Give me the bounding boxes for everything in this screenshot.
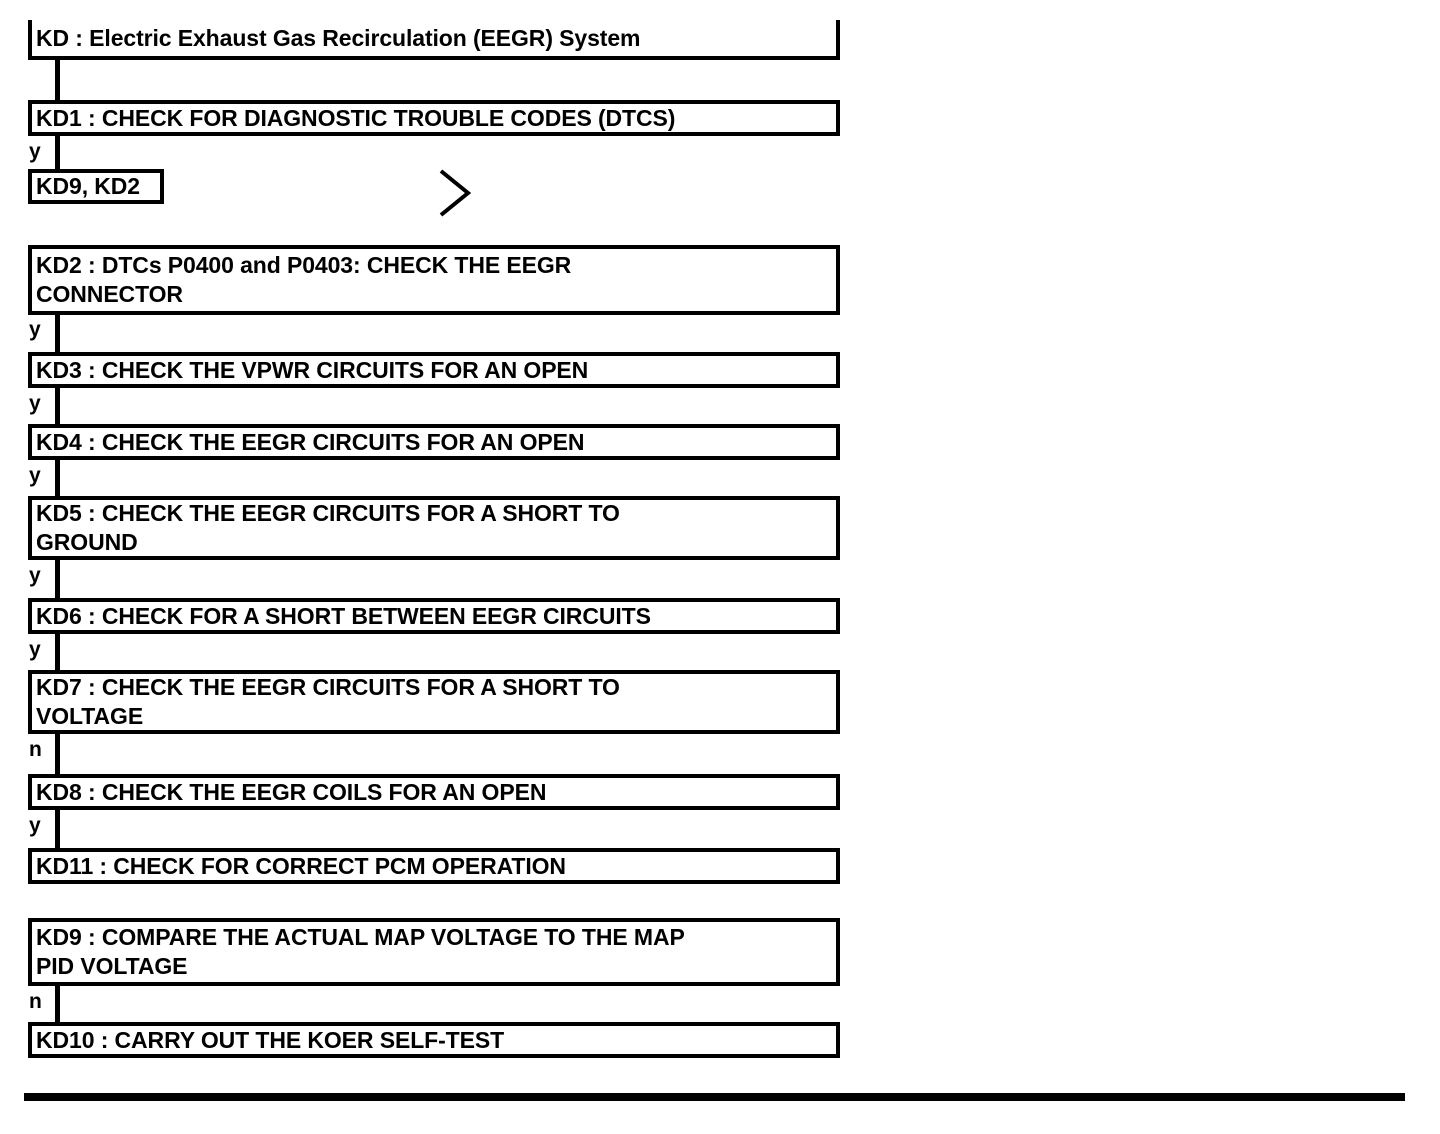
node-kd7-label: KD7 : CHECK THE EEGR CIRCUITS FOR A SHOR… xyxy=(36,674,620,729)
node-kd2-label: KD2 : DTCs P0400 and P0403: CHECK THE EE… xyxy=(36,252,572,307)
connector-kd7-to-kd8 xyxy=(55,730,60,776)
node-kd-label: KD : Electric Exhaust Gas Recirculation … xyxy=(36,24,641,51)
edge-label-kd8-to-kd11: y xyxy=(29,814,41,837)
node-kd5-label: KD5 : CHECK THE EEGR CIRCUITS FOR A SHOR… xyxy=(36,500,620,555)
connector-kd6-to-kd7 xyxy=(55,630,60,674)
edge-label-kd1-to-ref: y xyxy=(29,140,41,163)
connector-kd8-to-kd11 xyxy=(55,806,60,850)
edge-label-kd6-to-kd7: y xyxy=(29,638,41,661)
node-kd6-label: KD6 : CHECK FOR A SHORT BETWEEN EEGR CIR… xyxy=(36,602,651,629)
node-kd11-label: KD11 : CHECK FOR CORRECT PCM OPERATION xyxy=(36,852,566,879)
node-kd9-label: KD9 : COMPARE THE ACTUAL MAP VOLTAGE TO … xyxy=(36,924,685,979)
node-kd9-kd2-reference-label: KD9, KD2 xyxy=(36,173,141,199)
node-kd9[interactable]: KD9 : COMPARE THE ACTUAL MAP VOLTAGE TO … xyxy=(28,918,840,986)
node-kd6[interactable]: KD6 : CHECK FOR A SHORT BETWEEN EEGR CIR… xyxy=(28,598,840,634)
node-kd3[interactable]: KD3 : CHECK THE VPWR CIRCUITS FOR AN OPE… xyxy=(28,352,840,388)
node-kd10[interactable]: KD10 : CARRY OUT THE KOER SELF-TEST xyxy=(28,1022,840,1058)
node-kd4-label: KD4 : CHECK THE EEGR CIRCUITS FOR AN OPE… xyxy=(36,428,585,455)
edge-label-kd2-to-kd3: y xyxy=(29,318,41,341)
edge-label-kd3-to-kd4: y xyxy=(29,392,41,415)
connector-kd-to-kd1 xyxy=(55,56,60,104)
connector-kd2-to-kd3 xyxy=(55,310,60,356)
node-kd11[interactable]: KD11 : CHECK FOR CORRECT PCM OPERATION xyxy=(28,848,840,884)
connector-kd3-to-kd4 xyxy=(55,384,60,428)
connector-kd9-to-kd10 xyxy=(55,982,60,1026)
node-kd7[interactable]: KD7 : CHECK THE EEGR CIRCUITS FOR A SHOR… xyxy=(28,670,840,734)
node-kd1[interactable]: KD1 : CHECK FOR DIAGNOSTIC TROUBLE CODES… xyxy=(28,100,840,136)
connector-kd1-to-ref xyxy=(55,132,60,174)
node-kd10-label: KD10 : CARRY OUT THE KOER SELF-TEST xyxy=(36,1026,505,1053)
edge-label-kd9-to-kd10: n xyxy=(29,990,42,1013)
node-kd5[interactable]: KD5 : CHECK THE EEGR CIRCUITS FOR A SHOR… xyxy=(28,496,840,560)
chevron-right-icon xyxy=(435,166,477,220)
edge-label-kd4-to-kd5: y xyxy=(29,464,41,487)
node-kd9-kd2-reference[interactable]: KD9, KD2 xyxy=(28,169,164,204)
node-kd4[interactable]: KD4 : CHECK THE EEGR CIRCUITS FOR AN OPE… xyxy=(28,424,840,460)
edge-label-kd7-to-kd8: n xyxy=(29,738,42,761)
node-kd[interactable]: KD : Electric Exhaust Gas Recirculation … xyxy=(28,20,840,60)
connector-kd5-to-kd6 xyxy=(55,556,60,602)
footer-divider xyxy=(24,1093,1405,1101)
node-kd3-label: KD3 : CHECK THE VPWR CIRCUITS FOR AN OPE… xyxy=(36,356,589,383)
connector-kd4-to-kd5 xyxy=(55,456,60,500)
node-kd2[interactable]: KD2 : DTCs P0400 and P0403: CHECK THE EE… xyxy=(28,245,840,315)
node-kd8-label: KD8 : CHECK THE EEGR COILS FOR AN OPEN xyxy=(36,778,547,805)
edge-label-kd5-to-kd6: y xyxy=(29,564,41,587)
node-kd8[interactable]: KD8 : CHECK THE EEGR COILS FOR AN OPEN xyxy=(28,774,840,810)
node-kd1-label: KD1 : CHECK FOR DIAGNOSTIC TROUBLE CODES… xyxy=(36,104,676,131)
